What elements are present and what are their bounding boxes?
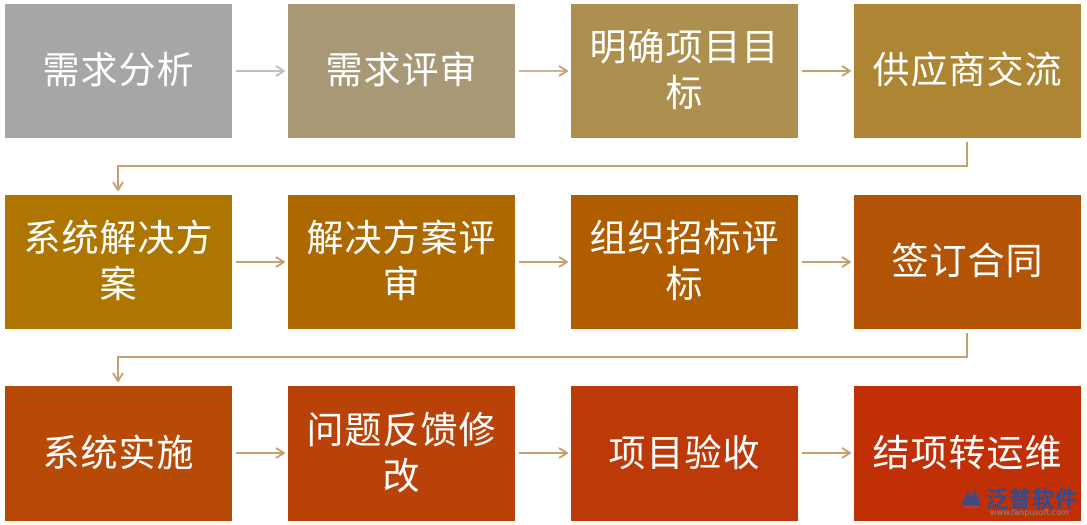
fanpu-logo: 泛普软件 [958,478,1082,518]
step-label: 系统实施 [42,431,195,475]
step-define-goals: 明确项目目标 [571,4,798,138]
step-label: 签订合同 [891,240,1044,283]
step-label: 需求评审 [325,49,478,92]
step-vendor-communication: 供应商交流 [854,4,1081,138]
arrow-4-5 [118,142,968,190]
step-label: 供应商交流 [872,49,1063,92]
step-label: 问题反馈修改 [306,408,497,498]
step-label: 需求分析 [42,49,195,92]
step-feedback-fix: 问题反馈修改 [288,386,515,521]
step-sign-contract: 签订合同 [854,195,1081,329]
step-label: 系统解决方案 [23,217,214,306]
step-label: 明确项目目标 [589,26,780,115]
step-label: 解决方案评审 [306,217,497,306]
logo-mark-icon [961,489,981,508]
step-system-solution: 系统解决方案 [5,195,232,329]
step-requirements-review: 需求评审 [288,4,515,138]
step-solution-review: 解决方案评审 [288,195,515,329]
step-label: 结项转运维 [872,431,1063,475]
step-requirements-analysis: 需求分析 [5,4,232,138]
arrow-8-9 [118,333,968,381]
step-acceptance: 项目验收 [571,386,798,521]
step-label: 项目验收 [608,431,761,475]
logo-text: 泛普软件 [986,488,1079,513]
step-bidding: 组织招标评标 [571,195,798,329]
logo-subtext: www.fanpusoft.com [990,508,1069,517]
step-label: 组织招标评标 [589,217,780,306]
step-implementation: 系统实施 [5,386,232,521]
